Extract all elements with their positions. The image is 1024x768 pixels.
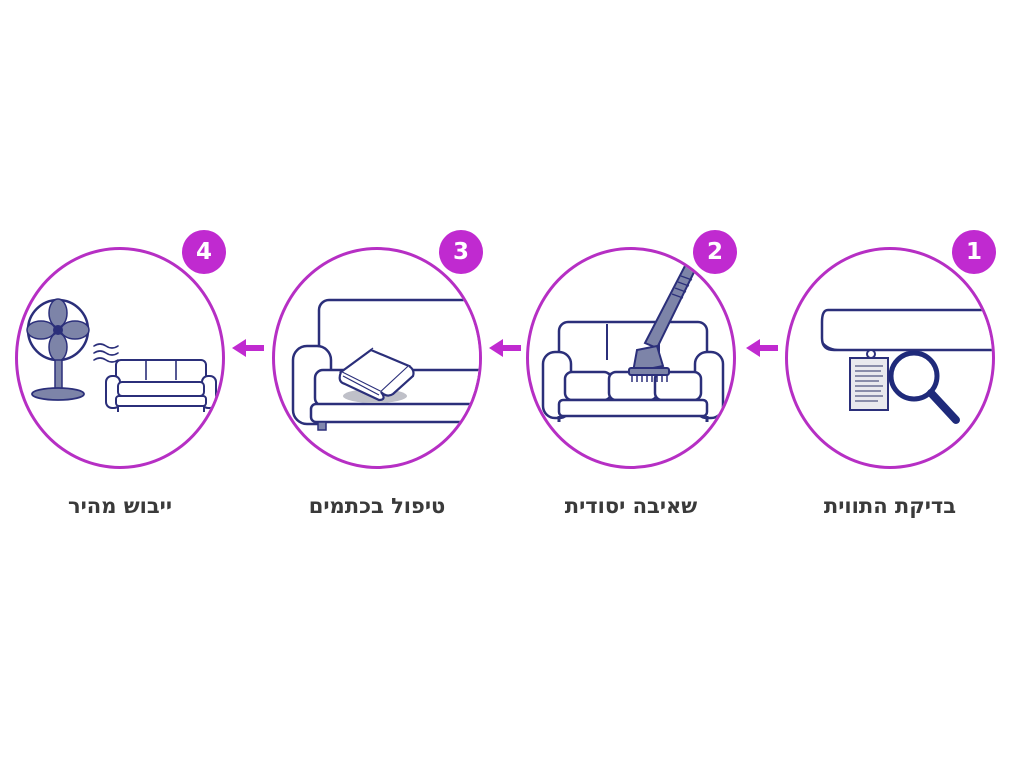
step-2-circle <box>526 247 736 469</box>
tag-magnifier-icon <box>820 308 992 424</box>
sofa-towel-icon <box>291 298 479 431</box>
step-4-label: ייבוש מהיר <box>67 494 173 518</box>
arrow-left-icon <box>746 339 778 357</box>
step-1-badge: 1 <box>952 230 996 274</box>
step-2-badge: 2 <box>693 230 737 274</box>
step-4-badge: 4 <box>182 230 226 274</box>
fan-sofa-icon <box>26 298 217 412</box>
step-3-circle <box>272 247 482 469</box>
sofa-vacuum-icon <box>541 260 725 422</box>
step-1-circle <box>785 247 995 469</box>
step-4-circle <box>15 247 225 469</box>
arrow-left-icon <box>232 339 264 357</box>
step-3-badge: 3 <box>439 230 483 274</box>
step-3-label: טיפול בכתמים <box>308 494 446 518</box>
arrow-left-icon <box>489 339 521 357</box>
step-4: 4 ייבוש מהיר <box>10 0 240 768</box>
step-2-label: שאיבה יסודית <box>564 494 698 518</box>
step-1: 1 בדיקת התווית <box>780 0 1010 768</box>
step-1-label: בדיקת התווית <box>823 494 957 518</box>
step-3: 3 טיפול בכתמים <box>267 0 497 768</box>
step-2: 2 שאיבה יסודית <box>521 0 751 768</box>
